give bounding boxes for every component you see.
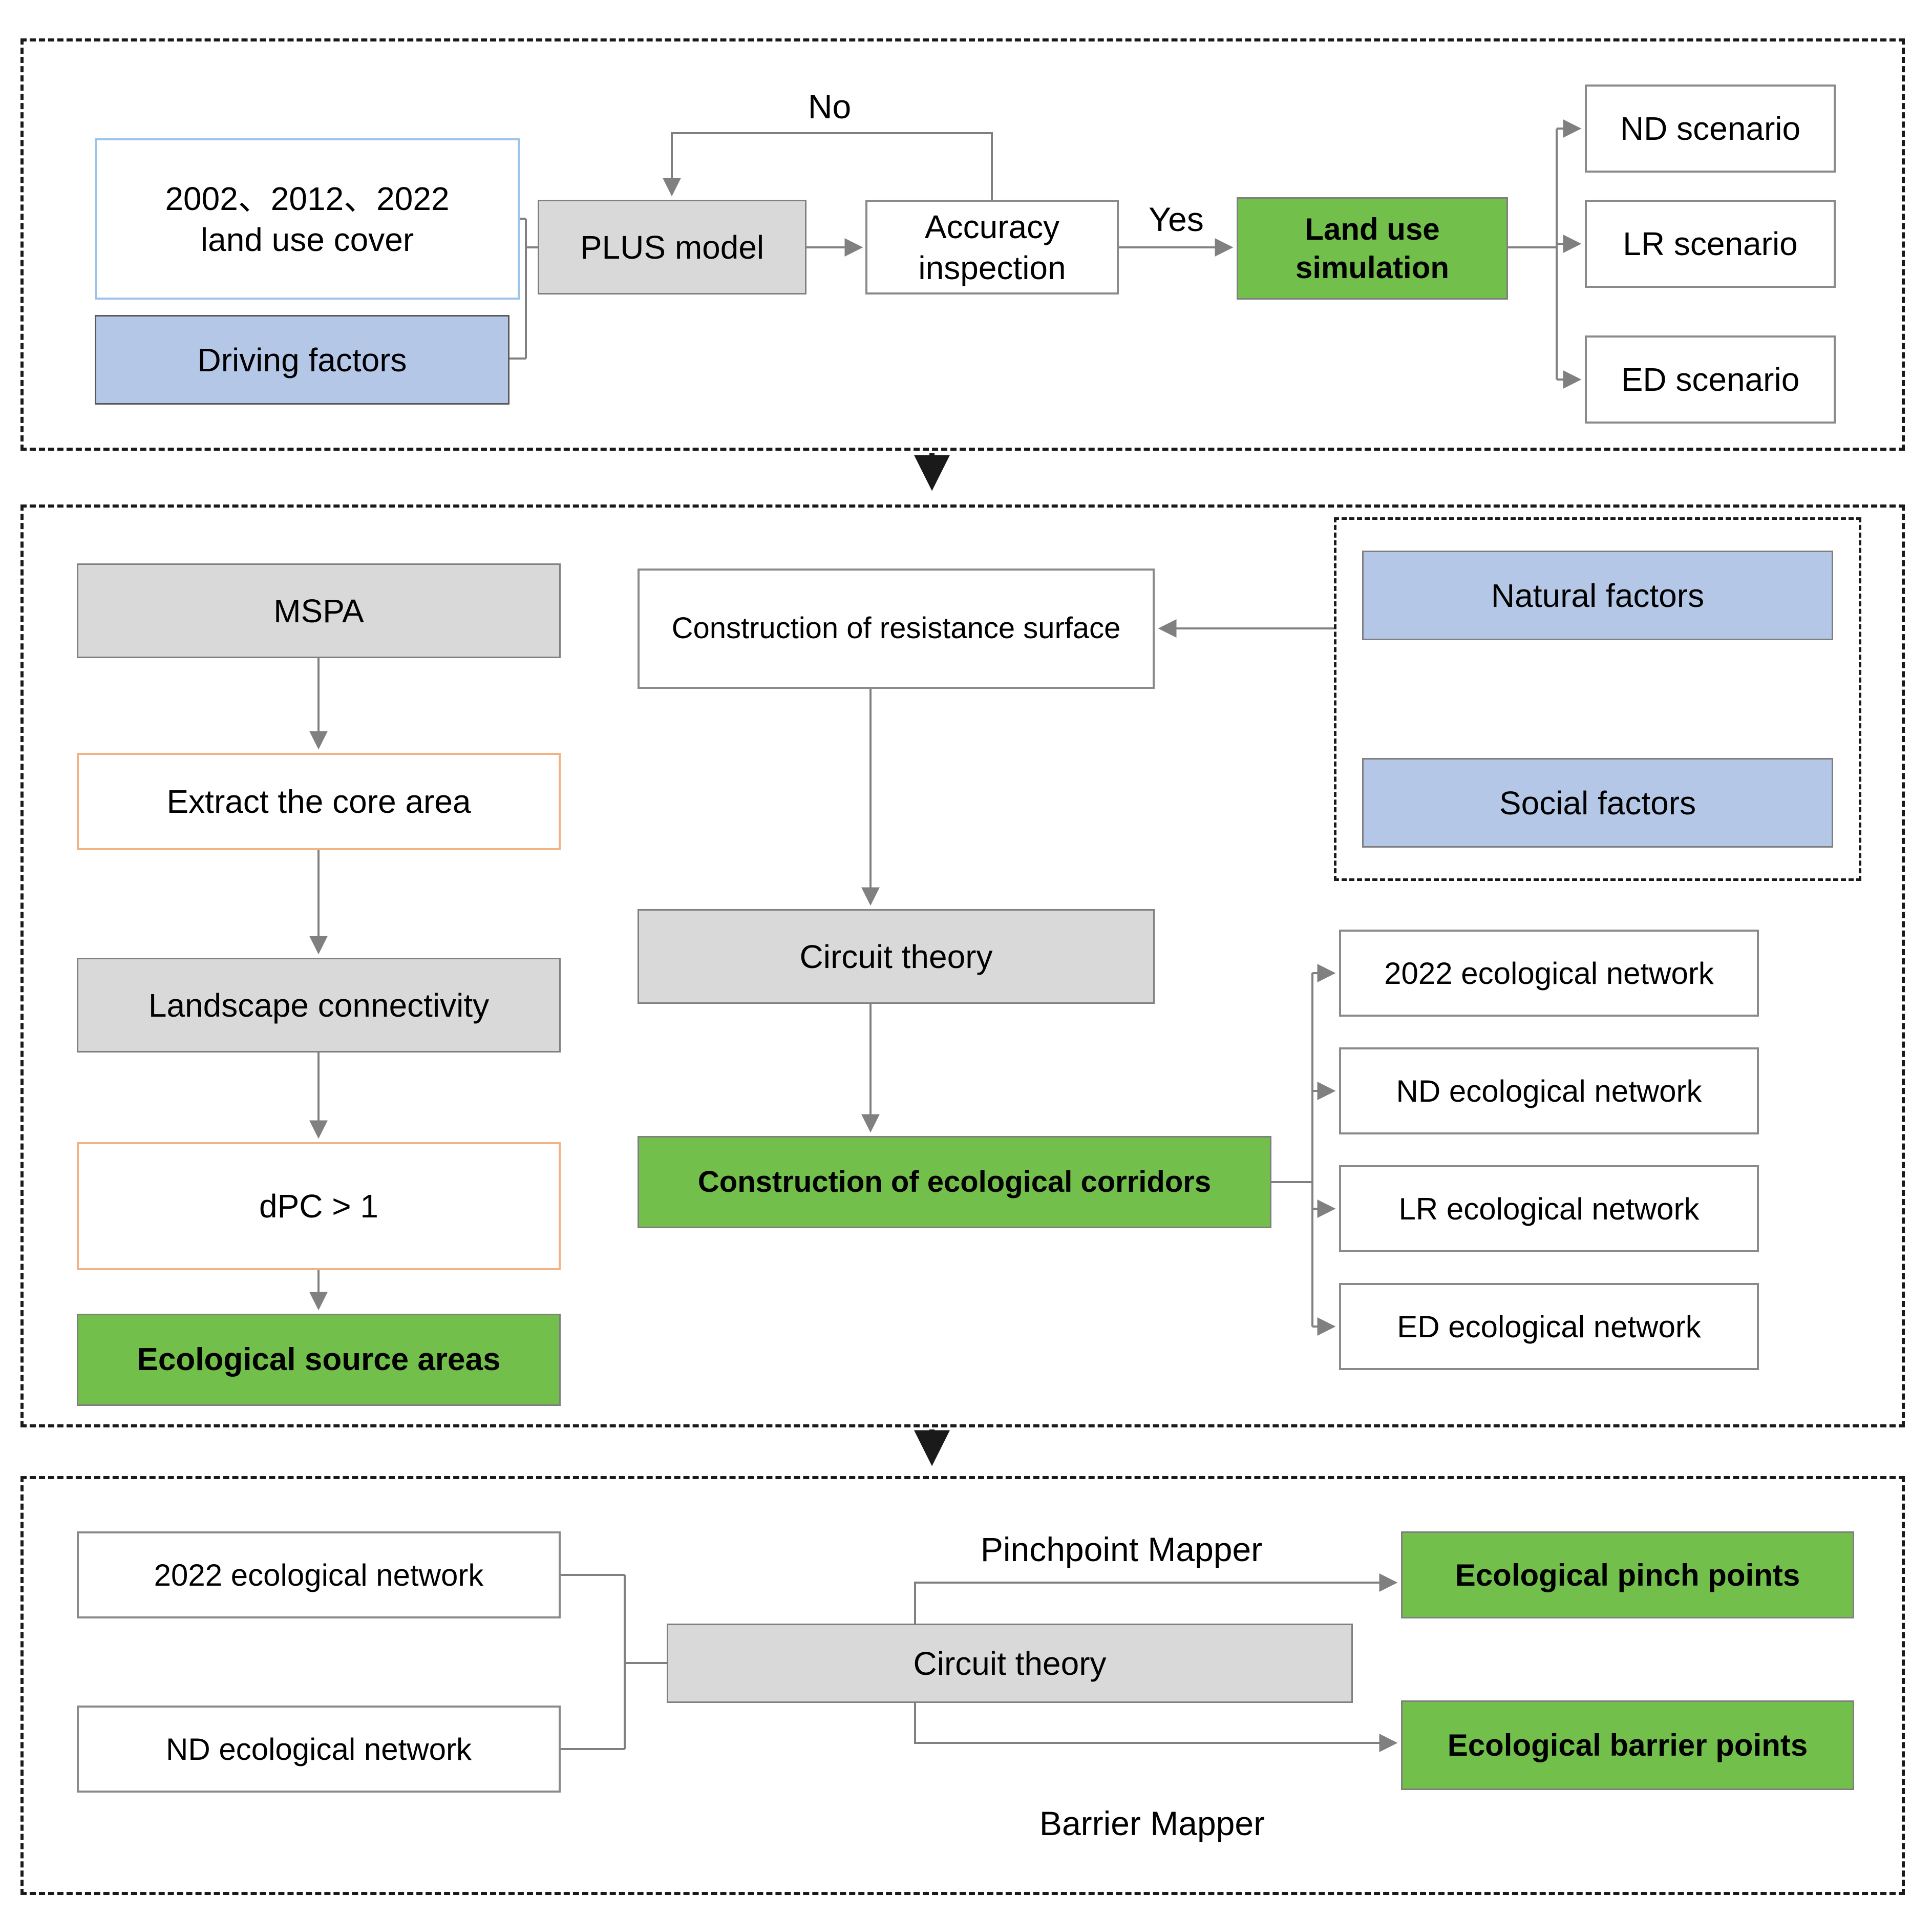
box-plus-model: PLUS model	[538, 200, 806, 294]
label-yes: Yes	[1149, 200, 1204, 238]
box-ed-scenario: ED scenario	[1585, 335, 1836, 424]
box-mspa: MSPA	[77, 563, 561, 658]
factors-group-box	[1334, 517, 1861, 881]
box-resistance-surface: Construction of resistance surface	[638, 569, 1155, 689]
box-extract-core-area: Extract the core area	[77, 753, 561, 850]
box-lr-ecological-network: LR ecological network	[1339, 1165, 1759, 1252]
box-2022-ecological-network: 2022 ecological network	[1339, 930, 1759, 1017]
box-ecological-corridors: Construction of ecological corridors	[638, 1136, 1271, 1228]
label-pinchpoint-mapper: Pinchpoint Mapper	[980, 1530, 1263, 1568]
box-social-factors: Social factors	[1362, 758, 1833, 848]
label-barrier-mapper: Barrier Mapper	[1039, 1804, 1265, 1842]
box-ecological-barrier-points: Ecological barrier points	[1401, 1700, 1854, 1790]
box-nd-network-input: ND ecological network	[77, 1706, 561, 1793]
box-nd-ecological-network: ND ecological network	[1339, 1047, 1759, 1134]
box-2022-network-input: 2022 ecological network	[77, 1531, 561, 1618]
panel-ecological-network-construction	[20, 504, 1905, 1427]
box-ecological-source-areas: Ecological source areas	[77, 1314, 561, 1406]
box-circuit-theory-p3: Circuit theory	[667, 1624, 1353, 1703]
box-natural-factors: Natural factors	[1362, 551, 1833, 640]
label-no: No	[808, 88, 852, 125]
box-lr-scenario: LR scenario	[1585, 200, 1836, 288]
box-ed-ecological-network: ED ecological network	[1339, 1283, 1759, 1370]
box-circuit-theory-p2: Circuit theory	[638, 909, 1155, 1004]
box-dpc-threshold: dPC > 1	[77, 1142, 561, 1270]
box-land-use-cover: 2002、2012、2022 land use cover	[95, 138, 520, 300]
box-landscape-connectivity: Landscape connectivity	[77, 958, 561, 1053]
box-ecological-pinch-points: Ecological pinch points	[1401, 1531, 1854, 1618]
panel-pinch-barrier-analysis	[20, 1476, 1905, 1895]
box-accuracy-inspection: Accuracy inspection	[865, 200, 1119, 294]
box-driving-factors: Driving factors	[95, 315, 509, 405]
panel-land-use-simulation	[20, 38, 1905, 451]
box-nd-scenario: ND scenario	[1585, 85, 1836, 173]
box-land-use-simulation: Land use simulation	[1237, 197, 1508, 300]
